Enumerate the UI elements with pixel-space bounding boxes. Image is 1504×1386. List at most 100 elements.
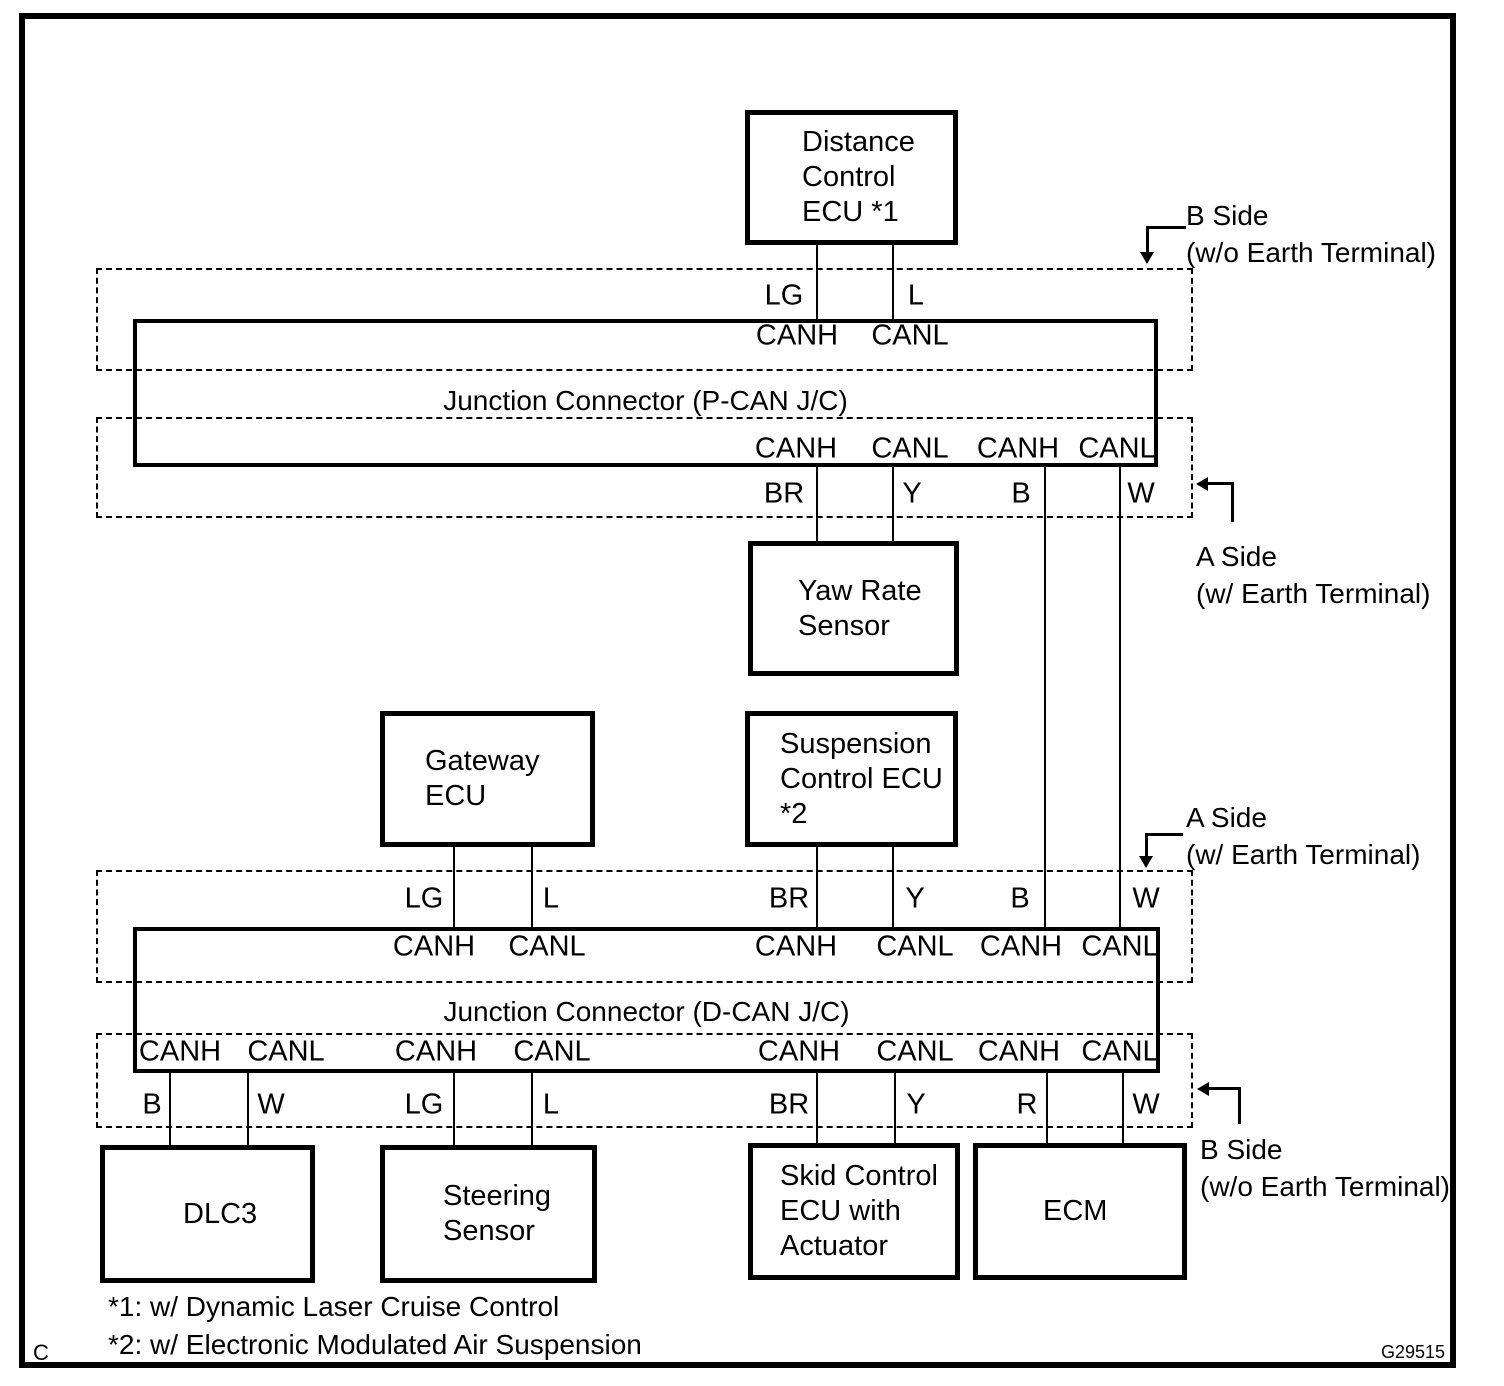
wire-color-label: W — [257, 1088, 285, 1121]
junction-connector-pcan-box — [133, 319, 1158, 467]
wire-color-label: B — [1011, 477, 1031, 510]
wire-color-label: L — [907, 279, 925, 312]
wire-color-label: L — [542, 882, 560, 915]
wire-color-label: W — [1132, 882, 1160, 915]
box-label: Distance — [802, 126, 915, 158]
b-side-top-label: B Side (w/o Earth Terminal) — [1186, 197, 1436, 271]
junction-connector-dcan-box — [133, 927, 1160, 1073]
pin-label-canh: CANH — [755, 319, 839, 352]
skid-control-ecu-box: Skid Control ECU with Actuator — [748, 1143, 960, 1280]
pin-label-canl: CANL — [876, 930, 954, 963]
wire-ecm-canl — [1122, 1073, 1124, 1145]
arrow-segment — [1238, 1087, 1241, 1124]
side-label-line: A Side — [1196, 541, 1277, 572]
wire-steering-canh — [453, 1073, 455, 1145]
wire-yaw-canl — [892, 467, 894, 541]
pin-label-canh: CANH — [979, 930, 1063, 963]
wire-skid-canl — [894, 1073, 896, 1145]
yaw-rate-sensor-box: Yaw Rate Sensor — [748, 541, 959, 676]
wire-gateway-canh — [453, 847, 455, 927]
wire-pcan-dcan-canh — [1044, 467, 1046, 927]
pin-label-canl: CANL — [876, 1035, 954, 1068]
suspension-control-ecu-box: Suspension Control ECU *2 — [745, 711, 958, 847]
arrow-segment — [1146, 226, 1186, 229]
wire-color-label: B — [1010, 882, 1030, 915]
b-side-dashed-region-bottom — [96, 1033, 1193, 1128]
side-label-line: (w/ Earth Terminal) — [1186, 839, 1421, 870]
ecm-box: ECM — [973, 1143, 1187, 1280]
side-label-line: B Side — [1200, 1134, 1283, 1165]
corner-mark: C — [33, 1340, 49, 1365]
wire-skid-canh — [816, 1073, 818, 1145]
arrow-left-icon — [1197, 1082, 1209, 1096]
box-label: ECU — [425, 780, 487, 812]
wire-color-label: BR — [768, 1088, 810, 1121]
box-label: Sensor — [798, 609, 890, 642]
wire-color-label: W — [1132, 1088, 1160, 1121]
box-label: Gateway — [425, 745, 540, 777]
arrow-segment — [1145, 833, 1148, 858]
junction-dcan-title: Junction Connector (D-CAN J/C) — [443, 996, 850, 1027]
wire-dlc3-canh — [169, 1073, 171, 1145]
a-side-dashed-region-top — [96, 417, 1193, 518]
arrow-segment — [1208, 1087, 1241, 1090]
arrow-down-icon — [1140, 252, 1154, 264]
arrow-left-icon — [1196, 477, 1208, 491]
wire-color-label: LG — [764, 279, 804, 312]
wire-color-label: B — [142, 1088, 162, 1121]
pin-label-canh: CANH — [392, 930, 476, 963]
a-side-dashed-region-bottom — [96, 870, 1193, 983]
wire-color-label: W — [1127, 477, 1155, 510]
a-side-lower-label: A Side (w/ Earth Terminal) — [1186, 799, 1420, 873]
pin-label-canl: CANL — [247, 1035, 325, 1068]
box-label: ECM — [1043, 1195, 1108, 1227]
box-label: Actuator — [780, 1230, 888, 1262]
wire-color-label: BR — [763, 477, 805, 510]
box-label: DLC3 — [183, 1197, 258, 1230]
arrow-segment — [1145, 833, 1183, 836]
wire-pcan-dcan-canl — [1119, 467, 1121, 927]
wire-color-label: R — [1016, 1088, 1038, 1121]
distance-control-ecu-box: Distance Control ECU *1 — [745, 110, 958, 245]
wire-yaw-canh — [816, 467, 818, 541]
box-label: Skid Control — [780, 1160, 938, 1192]
wire-color-label: L — [542, 1088, 560, 1121]
box-label: Yaw Rate — [798, 574, 922, 607]
pin-label-canl: CANL — [871, 432, 949, 465]
side-label-line: A Side — [1186, 802, 1267, 833]
pin-label-canh: CANH — [138, 1035, 222, 1068]
arrow-segment — [1231, 482, 1234, 522]
arrow-segment — [1146, 226, 1149, 254]
footnote-1: *1: w/ Dynamic Laser Cruise Control — [108, 1291, 560, 1322]
box-label: *2 — [780, 797, 808, 830]
pin-label-canh: CANH — [757, 1035, 841, 1068]
gateway-ecu-box: Gateway ECU — [380, 711, 595, 847]
pin-label-canl: CANL — [1078, 432, 1156, 465]
wire-color-label: LG — [404, 882, 444, 915]
dlc3-box: DLC3 — [100, 1145, 315, 1283]
box-label: Suspension — [780, 727, 932, 760]
wire-color-label: Y — [902, 477, 922, 510]
b-side-bottom-label: B Side (w/o Earth Terminal) — [1200, 1131, 1450, 1205]
wire-color-label: Y — [905, 882, 925, 915]
box-label: ECU with — [780, 1195, 901, 1227]
wire-color-label: Y — [906, 1088, 926, 1121]
steering-sensor-box: Steering Sensor — [380, 1145, 597, 1283]
side-label-line: (w/o Earth Terminal) — [1200, 1171, 1451, 1202]
pin-label-canh: CANH — [976, 432, 1060, 465]
wire-distance-canh — [816, 245, 818, 319]
box-label: Steering — [443, 1180, 552, 1212]
wire-color-label: BR — [768, 882, 810, 915]
box-label: Control — [802, 161, 896, 193]
pin-label-canh: CANH — [977, 1035, 1061, 1068]
wire-ecm-canh — [1046, 1073, 1048, 1145]
b-side-dashed-region-top — [96, 268, 1193, 371]
pin-label-canl: CANL — [513, 1035, 591, 1068]
wire-dlc3-canl — [247, 1073, 249, 1145]
wire-gateway-canl — [531, 847, 533, 927]
pin-label-canh: CANH — [754, 930, 838, 963]
pin-label-canh: CANH — [754, 432, 838, 465]
side-label-line: B Side — [1186, 200, 1269, 231]
pin-label-canl: CANL — [1081, 1035, 1159, 1068]
